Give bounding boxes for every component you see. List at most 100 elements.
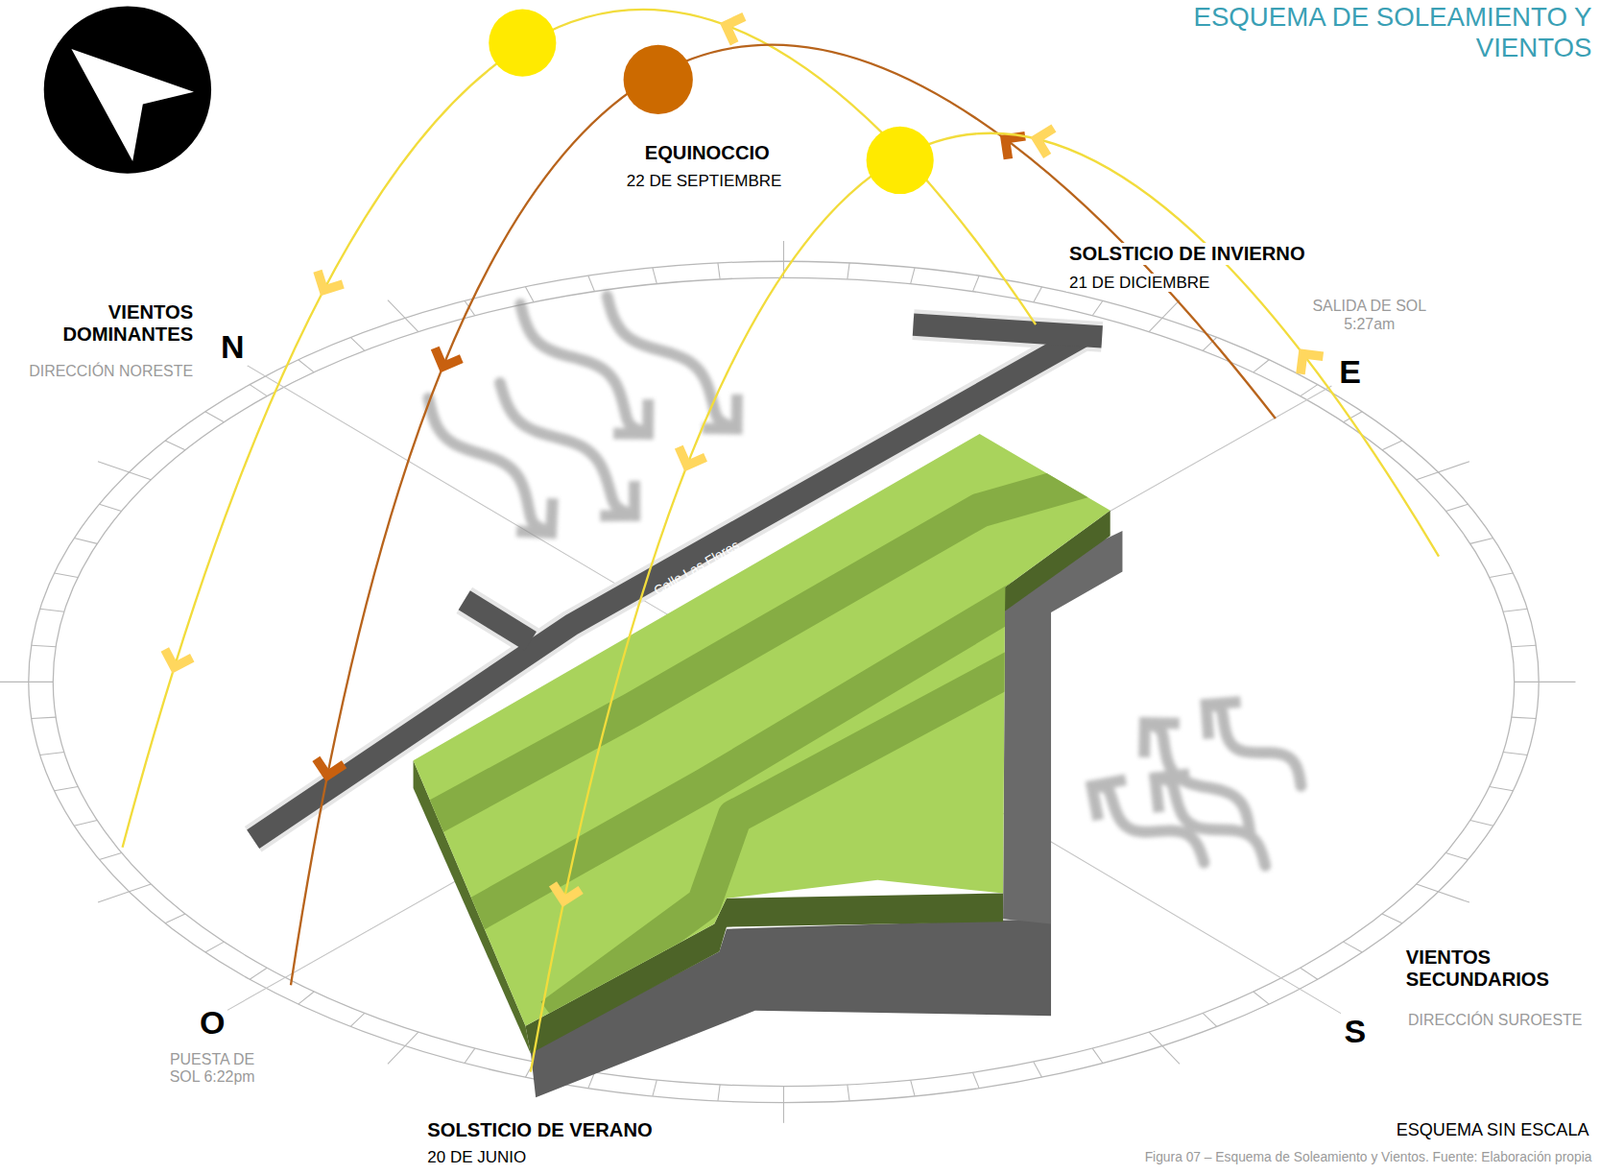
wind-head xyxy=(605,486,649,530)
ring-tick xyxy=(73,819,97,826)
cardinal-letter: O xyxy=(196,1003,228,1042)
road-stub xyxy=(913,324,1103,337)
dominant-winds xyxy=(429,295,752,547)
ring-tick xyxy=(1511,716,1536,718)
ring-tick xyxy=(1511,644,1536,646)
wind-line xyxy=(1154,777,1266,865)
diagram-label: EQUINOCCIO xyxy=(642,142,773,165)
ring-tick xyxy=(1503,608,1528,612)
ring-tick xyxy=(98,852,121,860)
ring-tick xyxy=(31,716,56,718)
ring-tick xyxy=(525,286,534,303)
ring-tick xyxy=(387,300,419,333)
ring-tick xyxy=(1092,300,1103,315)
compass-ring xyxy=(0,240,1576,1123)
ring-tick xyxy=(1489,573,1514,577)
sun-path-yellow xyxy=(530,133,1439,1073)
ring-tick xyxy=(97,883,151,903)
ring-tick xyxy=(73,538,97,545)
road xyxy=(253,324,1103,839)
diagram-label: SALIDA DE SOL 5:27am xyxy=(1300,297,1439,334)
sun xyxy=(488,9,556,77)
ring-tick xyxy=(1503,752,1528,756)
ring-tick xyxy=(1416,883,1470,903)
direction-chevron xyxy=(549,883,581,905)
ring-tick xyxy=(1300,967,1318,980)
ring-tick xyxy=(1514,681,1577,683)
direction-chevron xyxy=(312,758,344,778)
ring-tick xyxy=(1343,941,1363,953)
ring-tick xyxy=(31,644,56,646)
ring-tick xyxy=(205,411,225,423)
diagram-label: VIENTOS DOMINANTES xyxy=(47,301,196,346)
ring-tick xyxy=(1470,819,1494,826)
diagram-label: VIENTOS SECUNDARIOS xyxy=(1403,946,1577,991)
wind-line xyxy=(607,295,738,429)
ring-tick xyxy=(1416,461,1470,480)
ring-tick xyxy=(98,503,121,511)
road-stub xyxy=(464,599,531,642)
ring-outer xyxy=(28,261,1539,1102)
sun-path-yellow xyxy=(122,9,1037,848)
ring-tick xyxy=(783,1086,785,1123)
ring-tick xyxy=(1253,991,1269,1004)
diagram-label: SOLSTICIO DE VERANO xyxy=(424,1119,655,1142)
ring-tick xyxy=(973,275,980,291)
diagram-label: PUESTA DE SOL 6:22pm xyxy=(153,1050,272,1087)
ring-tick xyxy=(652,1079,657,1097)
cardinal-letter: E xyxy=(1336,353,1364,391)
ring-tick xyxy=(1148,300,1180,333)
diagram-label: 22 DE SEPTIEMBRE xyxy=(623,171,786,192)
icon-disc xyxy=(44,5,212,173)
ring-tick xyxy=(464,1048,476,1063)
road-stub xyxy=(913,324,1103,337)
ring-tick xyxy=(350,1012,365,1027)
wind-head xyxy=(1080,768,1122,814)
terrain-band xyxy=(550,663,1021,1016)
direction-chevron xyxy=(673,447,706,472)
ring-tick xyxy=(249,384,267,397)
ring-tick xyxy=(1253,359,1269,373)
ring-tick xyxy=(298,359,314,373)
ring-tick xyxy=(54,786,79,790)
direction-chevron xyxy=(160,648,192,671)
road-surface xyxy=(253,336,1082,839)
ring-tick xyxy=(165,913,186,924)
ring-tick xyxy=(1470,538,1494,545)
ring-tick xyxy=(0,681,53,683)
ring-tick xyxy=(717,262,720,280)
ring-tick xyxy=(1445,852,1468,860)
wind-head xyxy=(522,503,567,547)
direction-chevron xyxy=(429,348,462,373)
ring-tick xyxy=(910,1079,915,1097)
diagram-label: ESQUEMA SIN ESCALA xyxy=(1393,1120,1593,1141)
north-icon xyxy=(44,5,212,173)
wind-line xyxy=(520,304,648,434)
ring-tick xyxy=(97,461,151,480)
wind-line xyxy=(429,398,552,533)
wind-head xyxy=(1142,762,1184,808)
ring-tick xyxy=(1202,1012,1218,1027)
terrain-bands xyxy=(398,469,1123,1016)
road-stub xyxy=(464,599,531,642)
ring-tick xyxy=(652,267,657,285)
cardinal-letter: S xyxy=(1340,1012,1369,1051)
diagram-label: DIRECCIÓN NORESTE xyxy=(25,362,196,381)
secondary-winds xyxy=(1080,689,1302,866)
ring-tick xyxy=(1489,786,1514,790)
direction-chevron xyxy=(996,127,1026,160)
ring-tick xyxy=(387,1031,419,1064)
wind-line xyxy=(1206,704,1302,787)
ring-tick xyxy=(1382,913,1403,924)
ring-tick xyxy=(973,1072,980,1088)
ring-tick xyxy=(1092,1048,1103,1063)
ring-tick xyxy=(717,1084,720,1101)
ring-tick xyxy=(1382,440,1403,451)
sun-paths xyxy=(122,9,1439,1073)
ring-tick xyxy=(350,336,365,351)
wind-head xyxy=(708,400,752,444)
sun-path-equinox xyxy=(290,45,1276,986)
ring-tick xyxy=(847,1084,850,1101)
